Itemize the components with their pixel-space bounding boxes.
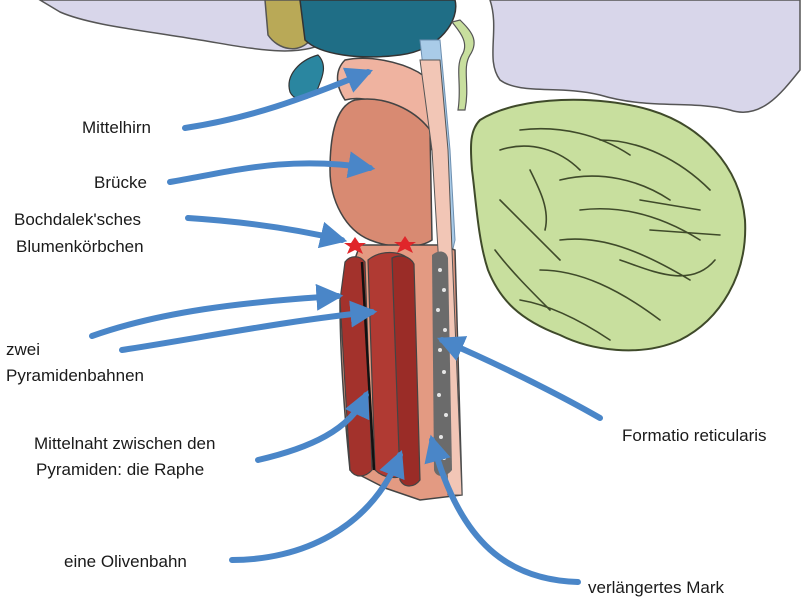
label-bochdalek-line1: Bochdalek'sches xyxy=(14,208,141,232)
label-mark: verlängertes Mark xyxy=(588,576,724,600)
cerebellum xyxy=(471,100,745,351)
label-pyramiden-line2: Pyramidenbahnen xyxy=(6,364,144,388)
label-bruecke: Brücke xyxy=(94,171,147,195)
fornix-green xyxy=(452,20,474,110)
arrow-pyramide-1 xyxy=(92,296,338,336)
label-raphe-line1: Mittelnaht zwischen den xyxy=(34,432,215,456)
label-mittelhirn: Mittelhirn xyxy=(82,116,151,140)
label-formatio: Formatio reticularis xyxy=(622,424,767,448)
label-raphe-line2: Pyramiden: die Raphe xyxy=(36,458,204,482)
pyramids xyxy=(340,253,420,487)
label-pyramiden-line1: zwei xyxy=(6,338,40,362)
arrow-bochdalek xyxy=(188,218,342,240)
right-hemisphere-lobe xyxy=(490,0,800,112)
label-bochdalek-line2: Blumenkörbchen xyxy=(16,235,144,259)
arrow-formatio xyxy=(442,340,600,418)
label-olivenbahn: eine Olivenbahn xyxy=(64,550,187,574)
pons xyxy=(330,99,432,247)
cerebellum-body xyxy=(471,100,745,351)
